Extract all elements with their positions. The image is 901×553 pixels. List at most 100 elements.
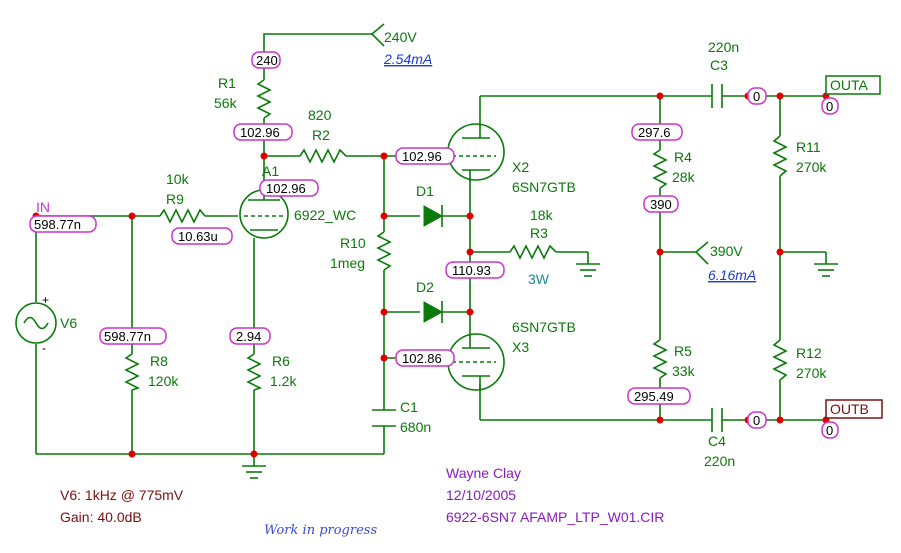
c4-name: C4 <box>708 433 726 449</box>
r4-value: 28k <box>672 169 696 185</box>
r5-value: 33k <box>672 363 696 379</box>
x3-tube <box>447 333 505 391</box>
r12-name: R12 <box>796 345 822 361</box>
r5-name: R5 <box>674 343 692 359</box>
resistors <box>124 79 788 391</box>
supply2-voltage: 390V <box>710 243 743 259</box>
supply-voltage: 240V <box>384 29 417 45</box>
node-390: 390 <box>650 197 672 212</box>
a1-model: 6922_WC <box>294 207 356 223</box>
r4-name: R4 <box>674 149 692 165</box>
node-cathodes: 110.93 <box>452 263 491 278</box>
node-a1-grid: 10.63u <box>178 229 218 244</box>
node-outa: 0 <box>826 99 833 114</box>
notes: Wayne Clay 12/10/2005 6922-6SN7 AFAMP_LT… <box>60 465 664 538</box>
x3-name: X3 <box>512 339 529 355</box>
r11-name: R11 <box>796 139 821 155</box>
node-c4-out: 0 <box>753 413 760 428</box>
c1-name: C1 <box>400 399 418 415</box>
node-r1-bottom: 102.96 <box>240 125 280 140</box>
svg-text:-: - <box>42 341 46 355</box>
c1-capacitor <box>372 409 396 427</box>
r3-resistor <box>509 244 557 260</box>
r6-name: R6 <box>272 353 290 369</box>
r10-value: 1meg <box>330 255 365 271</box>
r5-resistor <box>652 339 668 379</box>
r3-value: 18k <box>530 207 554 223</box>
c4-capacitor <box>711 408 723 432</box>
r12-resistor <box>772 339 788 381</box>
r9-resistor <box>159 208 206 224</box>
component-labels: 240V 2.54mA R1 56k 820 R2 A1 6922_WC 10k… <box>60 29 827 469</box>
ground-symbol <box>242 263 838 479</box>
d2-name: D2 <box>416 279 434 295</box>
c3-capacitor <box>711 84 723 108</box>
d1-name: D1 <box>416 183 434 199</box>
r6-value: 1.2k <box>270 373 297 389</box>
r3-power: 3W <box>528 271 550 287</box>
r3-name: R3 <box>530 225 548 241</box>
gain-note: Gain: 40.0dB <box>60 509 142 525</box>
r11-value: 270k <box>796 159 827 175</box>
port-outb: OUTB <box>830 401 869 417</box>
r1-resistor <box>256 79 272 119</box>
r12-value: 270k <box>796 365 827 381</box>
d1-diode <box>423 205 444 227</box>
port-outa: OUTA <box>830 77 869 93</box>
node-input: 598.77n <box>34 217 81 232</box>
x2-model: 6SN7GTB <box>512 179 576 195</box>
diodes <box>423 205 444 323</box>
x2-tube <box>447 123 505 182</box>
v6-name: V6 <box>60 315 77 331</box>
r10-resistor <box>376 231 392 271</box>
r2-value: 820 <box>308 107 332 123</box>
x3-model: 6SN7GTB <box>512 319 576 335</box>
c3-name: C3 <box>710 57 728 73</box>
capacitors <box>372 84 723 432</box>
node-x2-grid: 102.96 <box>402 149 442 164</box>
author-name: Wayne Clay <box>446 465 521 481</box>
a1-tube <box>239 189 289 239</box>
r1-value: 56k <box>214 95 238 111</box>
node-x3-plate: 295.49 <box>634 389 674 404</box>
v6-source: + - <box>15 293 57 355</box>
node-x3-grid: 102.86 <box>402 351 442 366</box>
ports: OUTA OUTB IN <box>36 75 883 419</box>
a1-name: A1 <box>262 163 279 179</box>
file-name: 6922-6SN7 AFAMP_LTP_W01.CIR <box>446 509 664 525</box>
r8-value: 120k <box>148 373 179 389</box>
node-r8-top: 598.77n <box>104 329 151 344</box>
supply-current: 2.54mA <box>383 51 432 67</box>
supply2-current: 6.16mA <box>708 267 756 283</box>
r9-value: 10k <box>166 171 190 187</box>
c1-value: 680n <box>400 419 431 435</box>
c3-value: 220n <box>708 39 739 55</box>
r10-name: R10 <box>340 235 366 251</box>
svg-text:+: + <box>42 293 49 307</box>
node-a1-cathode: 2.94 <box>236 329 261 344</box>
node-labels: 240 102.96 102.96 102.96 598.77n 10.63u … <box>29 51 839 439</box>
port-in: IN <box>36 199 50 215</box>
node-a1-plate: 102.96 <box>266 181 306 196</box>
node-outb: 0 <box>826 423 833 438</box>
work-in-progress-note: Work in progress <box>264 523 377 538</box>
wires <box>35 23 827 466</box>
r8-name: R8 <box>150 353 168 369</box>
x2-name: X2 <box>512 159 529 175</box>
d2-diode <box>423 301 444 323</box>
r11-resistor <box>772 135 788 177</box>
node-x2-plate: 297.6 <box>638 125 671 140</box>
r2-resistor <box>299 148 347 164</box>
r1-name: R1 <box>218 75 236 91</box>
r8-resistor <box>124 353 141 391</box>
node-240: 240 <box>256 53 278 68</box>
r2-name: R2 <box>312 127 330 143</box>
c4-value: 220n <box>704 453 735 469</box>
r6-resistor <box>246 353 263 391</box>
r9-name: R9 <box>166 191 184 207</box>
source-note: V6: 1kHz @ 775mV <box>60 487 184 503</box>
drawing-date: 12/10/2005 <box>446 487 516 503</box>
r4-resistor <box>652 149 668 189</box>
